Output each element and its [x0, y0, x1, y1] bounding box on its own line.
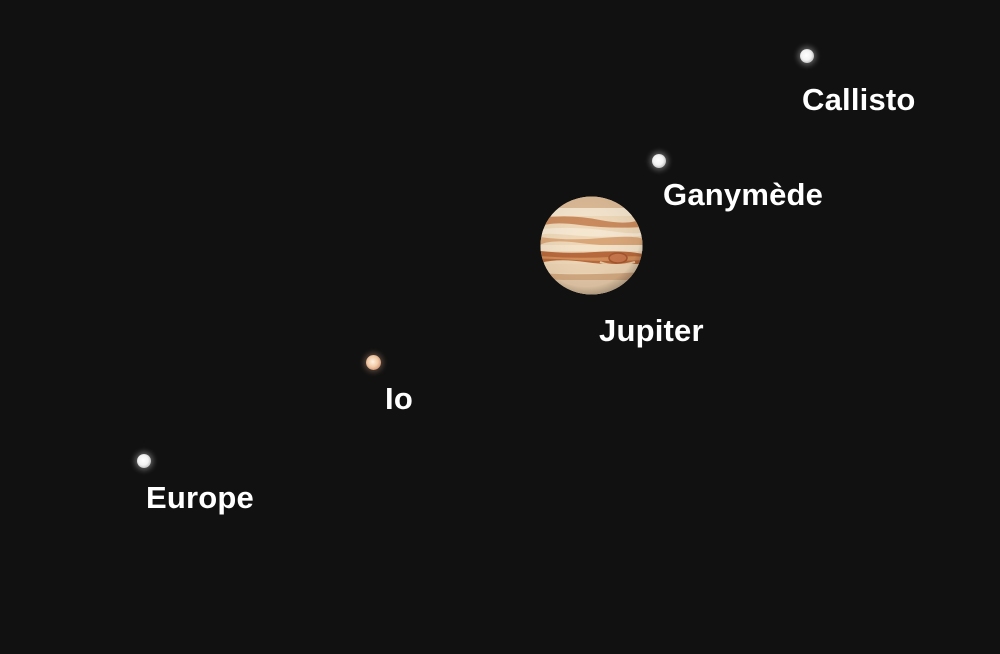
io-moon [366, 355, 381, 370]
callisto-label: Callisto [802, 82, 916, 117]
europe-moon [137, 454, 151, 468]
callisto-moon [800, 49, 814, 63]
europe-label: Europe [146, 480, 254, 515]
jupiter-label: Jupiter [599, 313, 704, 348]
io-label: Io [385, 381, 413, 416]
ganymede-moon [652, 154, 666, 168]
jupiter-planet [540, 196, 643, 295]
ganymede-label: Ganymède [663, 177, 824, 212]
